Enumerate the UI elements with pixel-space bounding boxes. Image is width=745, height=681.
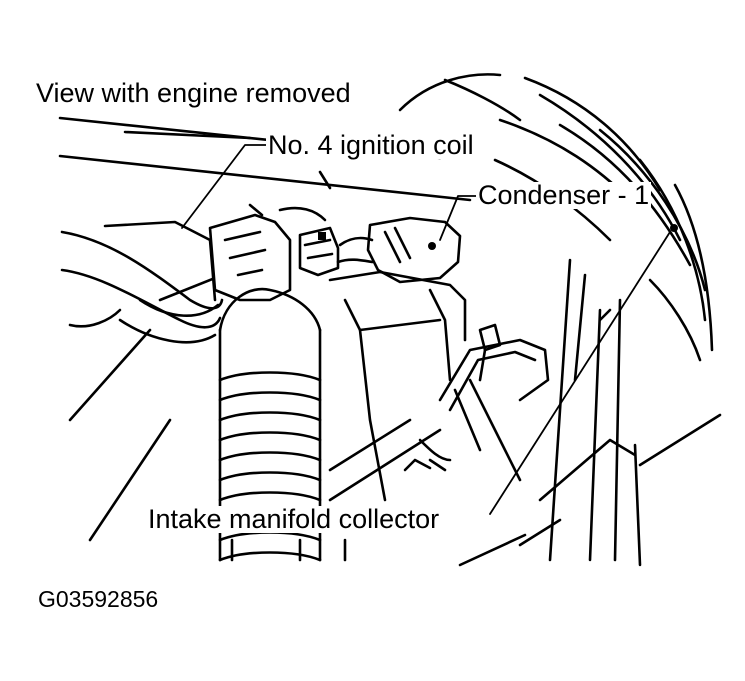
figure-code: G03592856 — [38, 586, 159, 612]
firewall-panel — [458, 258, 722, 567]
ignition-coil — [208, 203, 327, 302]
figure-title: View with engine removed — [34, 78, 353, 108]
coil-connector — [298, 226, 340, 277]
frame-lines — [68, 258, 262, 542]
leader-lines — [181, 144, 678, 515]
callout-ignition-coil: No. 4 ignition coil — [266, 130, 476, 160]
support-bracket — [403, 323, 550, 482]
callout-intake-manifold: Intake manifold collector — [146, 504, 442, 534]
strut-tower-curves — [398, 73, 714, 362]
condenser-1 — [336, 216, 462, 284]
callout-condenser: Condenser - 1 — [476, 180, 652, 210]
wiring-harness — [60, 220, 224, 344]
bottom-stubs — [230, 538, 347, 562]
